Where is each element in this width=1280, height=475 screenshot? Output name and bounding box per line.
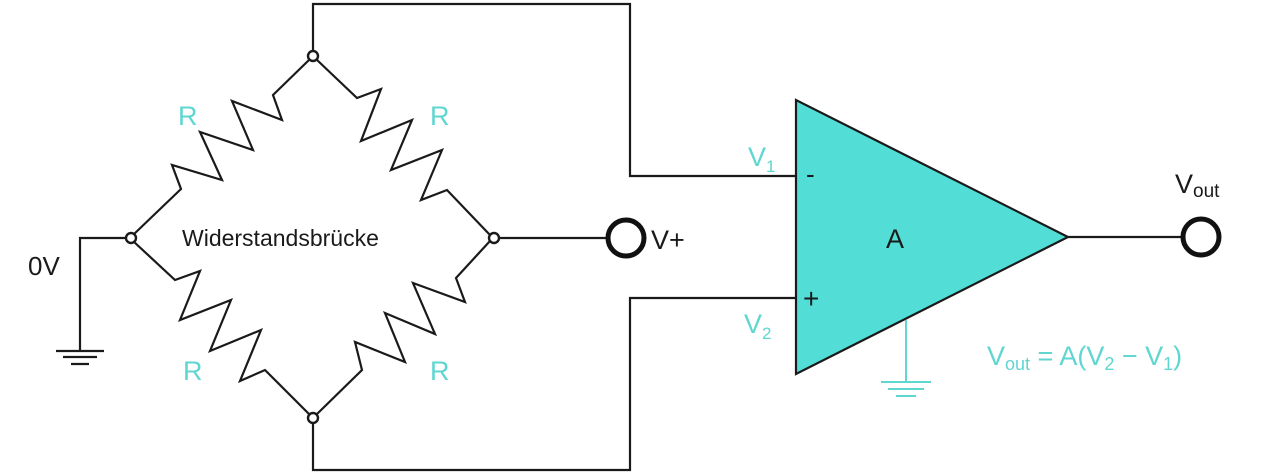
bridge-node-bottom — [306, 411, 320, 425]
noninverting-input-symbol: + — [803, 283, 819, 314]
vout-label: Vout — [1175, 169, 1220, 202]
resistor-label-bottom-right: R — [430, 356, 450, 386]
amplifier-triangle — [794, 98, 1071, 376]
bridge-node-right — [487, 231, 501, 245]
amplifier-gain-label: A — [886, 224, 904, 254]
vplus-label: V+ — [651, 225, 685, 255]
resistor-top-right — [316, 59, 491, 236]
bridge-node-top — [306, 49, 320, 63]
v1-label: V1 — [748, 142, 775, 176]
wire-top-to-v1 — [311, 2, 796, 178]
resistor-bottom-left — [132, 240, 310, 415]
output-formula: Vout = A(V2 − V1) — [987, 341, 1182, 374]
wire-ground-left — [78, 236, 126, 350]
resistor-bottom-right — [316, 240, 491, 415]
bridge-node-left — [124, 231, 138, 245]
bridge-label: Widerstandsbrücke — [182, 225, 379, 251]
wire-bottom-to-v2 — [311, 296, 796, 472]
vout-terminal[interactable] — [1180, 216, 1222, 258]
vplus-terminal[interactable] — [605, 217, 647, 259]
resistor-label-top-right: R — [430, 101, 450, 131]
resistor-label-bottom-left: R — [183, 356, 203, 386]
v2-label: V2 — [744, 309, 771, 343]
ground-terminal-label: 0V — [28, 251, 60, 281]
resistor-label-top-left: R — [178, 101, 198, 131]
resistor-top-left — [132, 59, 310, 236]
inverting-input-symbol: - — [806, 159, 815, 189]
